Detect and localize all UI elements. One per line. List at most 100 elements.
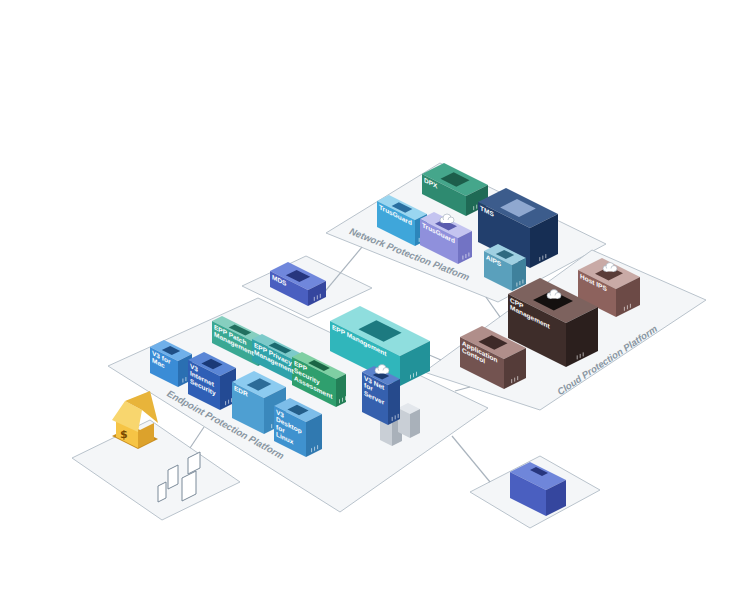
box-vent (511, 379, 512, 383)
box-vent (545, 254, 546, 258)
house (112, 391, 158, 449)
box-vent (345, 396, 346, 400)
platform-region: Network Protection PlatformTrusGuardDPXT… (326, 163, 606, 302)
house-roof-side (125, 391, 158, 423)
box-accent (247, 378, 272, 390)
device-tablet (182, 471, 196, 501)
box-vent (271, 424, 272, 428)
device-phone (158, 482, 166, 502)
box-right (458, 231, 472, 264)
platform-region: Endpoint Protection PlatformEPP Manageme… (108, 296, 488, 512)
box-left (510, 472, 546, 516)
remote-box (510, 462, 566, 516)
box-left (292, 357, 336, 407)
box-accent (479, 335, 508, 350)
box-vent (317, 445, 318, 449)
client-platform (72, 420, 240, 520)
box-accent (287, 405, 308, 416)
remote-platform (470, 456, 600, 528)
box-vent (416, 372, 417, 376)
cloud-icon (603, 263, 617, 272)
connector-line (324, 247, 362, 293)
box-vent (228, 400, 229, 404)
box-right (566, 307, 598, 367)
device-phone (188, 452, 200, 474)
box-vent (413, 373, 414, 377)
house-side (138, 423, 154, 448)
box-vent (342, 398, 343, 402)
platforms (72, 163, 706, 528)
box-vent (317, 295, 318, 299)
box-right (400, 341, 430, 386)
cloud-icon (375, 365, 389, 374)
box-vent (517, 376, 518, 380)
product-box: V3 for Mac (150, 340, 192, 387)
box-right (306, 414, 322, 457)
box-accent (530, 467, 548, 476)
box-vent (462, 256, 463, 260)
box-vent (314, 447, 315, 451)
box-vent (539, 257, 540, 261)
box-vent (410, 375, 411, 379)
box-accent (595, 267, 623, 281)
label-holder: $ (120, 424, 128, 442)
link-line (190, 427, 204, 448)
connector-line (455, 387, 470, 391)
box-vent (627, 305, 628, 309)
box-accent (500, 199, 536, 217)
box-accent (162, 346, 180, 355)
box-left (212, 321, 258, 366)
box-vent (392, 417, 393, 421)
server-right (410, 409, 420, 438)
box-vent (476, 205, 477, 209)
box-accent (286, 270, 310, 282)
cloud-icon (440, 214, 454, 223)
box-vent (522, 280, 523, 284)
product-box: V3 Net for Server (362, 366, 400, 425)
box-vent (320, 294, 321, 298)
box-vent (519, 281, 520, 285)
box-right (616, 277, 640, 317)
box-accent (533, 291, 573, 311)
box-accent (201, 359, 222, 370)
device-phone (168, 465, 178, 489)
box-vent (542, 256, 543, 260)
devices (158, 452, 200, 502)
box-left (362, 372, 388, 425)
box-vent (182, 379, 183, 383)
box-vent (398, 414, 399, 418)
box-right (388, 379, 400, 425)
product-box: MDS (270, 262, 326, 306)
box-shape (484, 244, 526, 291)
box-vent (339, 399, 340, 403)
box-vent (314, 297, 315, 301)
box-vent (630, 304, 631, 308)
cloud-part (550, 296, 558, 299)
box-right (546, 480, 566, 516)
cloud-icon (547, 290, 561, 299)
box-vent (185, 377, 186, 381)
box-right (530, 214, 558, 268)
box-right (504, 348, 526, 389)
product-box: Application Control (460, 326, 526, 389)
box-vent (580, 354, 581, 358)
box-vent (583, 352, 584, 356)
box-vent (465, 254, 466, 258)
box-vent (577, 355, 578, 359)
box-vent (395, 415, 396, 419)
box-right (308, 281, 326, 306)
box-accent (441, 172, 470, 187)
cloud-part (443, 220, 451, 223)
currency-sign: $ (120, 428, 128, 441)
box-vent (624, 307, 625, 311)
box-vent (473, 206, 474, 210)
link-line (452, 436, 490, 482)
product-box: EPP Security Assessment (292, 352, 346, 407)
cloud-part (378, 371, 386, 374)
box-vent (514, 378, 515, 382)
box-vent (231, 398, 232, 402)
box-vent (468, 253, 469, 257)
box-vent (419, 238, 420, 242)
connector-line (486, 297, 500, 317)
